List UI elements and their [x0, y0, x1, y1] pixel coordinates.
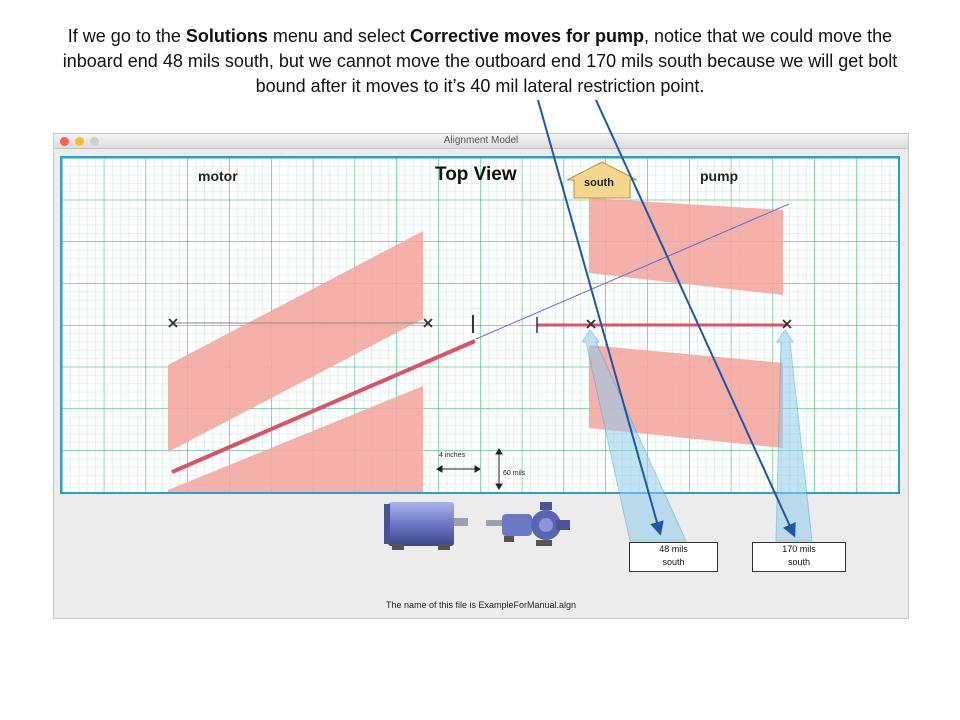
- pump-upper-zone: [589, 198, 783, 295]
- callout-direction: south: [662, 557, 685, 567]
- inboard-move-callout: 48 mils south: [629, 542, 718, 572]
- view-title: Top View: [435, 164, 517, 185]
- outboard-highlight: [775, 329, 813, 542]
- foot-markers: [168, 318, 792, 329]
- motor-icon: [384, 502, 468, 550]
- inboard-highlight: [581, 329, 687, 542]
- maximize-icon[interactable]: [90, 137, 99, 146]
- outboard-move-callout: 170 mils south: [752, 542, 846, 572]
- plot-canvas: [62, 158, 898, 492]
- pump-icon: [486, 502, 570, 546]
- minimize-icon[interactable]: [75, 137, 84, 146]
- motor-lower-zone: [168, 386, 423, 492]
- south-arrow-icon: [566, 161, 638, 199]
- scale-markers: [436, 448, 503, 490]
- outboard-annotation-arrow: [595, 99, 796, 538]
- motor-shaft: [171, 339, 476, 474]
- caption-menu-item: Corrective moves for pump: [409, 26, 645, 46]
- callout-value: 48 mils: [659, 544, 688, 554]
- caption-menu-name: Solutions: [185, 26, 268, 46]
- top-view-plot: motor pump Top View south 4 inches 60 mi…: [60, 156, 900, 494]
- caption-text: , notice that we could move the inboard …: [62, 26, 898, 96]
- file-name-footer: The name of this file is ExampleForManua…: [385, 600, 577, 610]
- motor-upper-zone: [168, 231, 423, 452]
- callout-direction: south: [787, 557, 811, 567]
- horizontal-scale-label: 4 inches: [439, 452, 466, 459]
- callout-value: 170 mils: [782, 544, 816, 554]
- window-titlebar[interactable]: Alignment Model: [54, 134, 908, 149]
- alignment-model-window: Alignment Model: [53, 133, 909, 619]
- pump-label: pump: [700, 168, 739, 184]
- close-icon[interactable]: [60, 137, 69, 146]
- pump-projection-line: [475, 203, 790, 340]
- motor-label: motor: [198, 168, 238, 184]
- direction-label: south: [584, 177, 614, 189]
- inboard-annotation-arrow: [537, 99, 664, 536]
- window-title: Alignment Model: [443, 135, 519, 146]
- instruction-caption: If we go to the Solutions menu and selec…: [40, 24, 920, 99]
- pump-lower-zone: [589, 345, 783, 448]
- caption-text: If we go to the: [67, 26, 186, 46]
- caption-text: menu and select: [267, 26, 410, 46]
- vertical-scale-label: 60 mils: [503, 470, 526, 477]
